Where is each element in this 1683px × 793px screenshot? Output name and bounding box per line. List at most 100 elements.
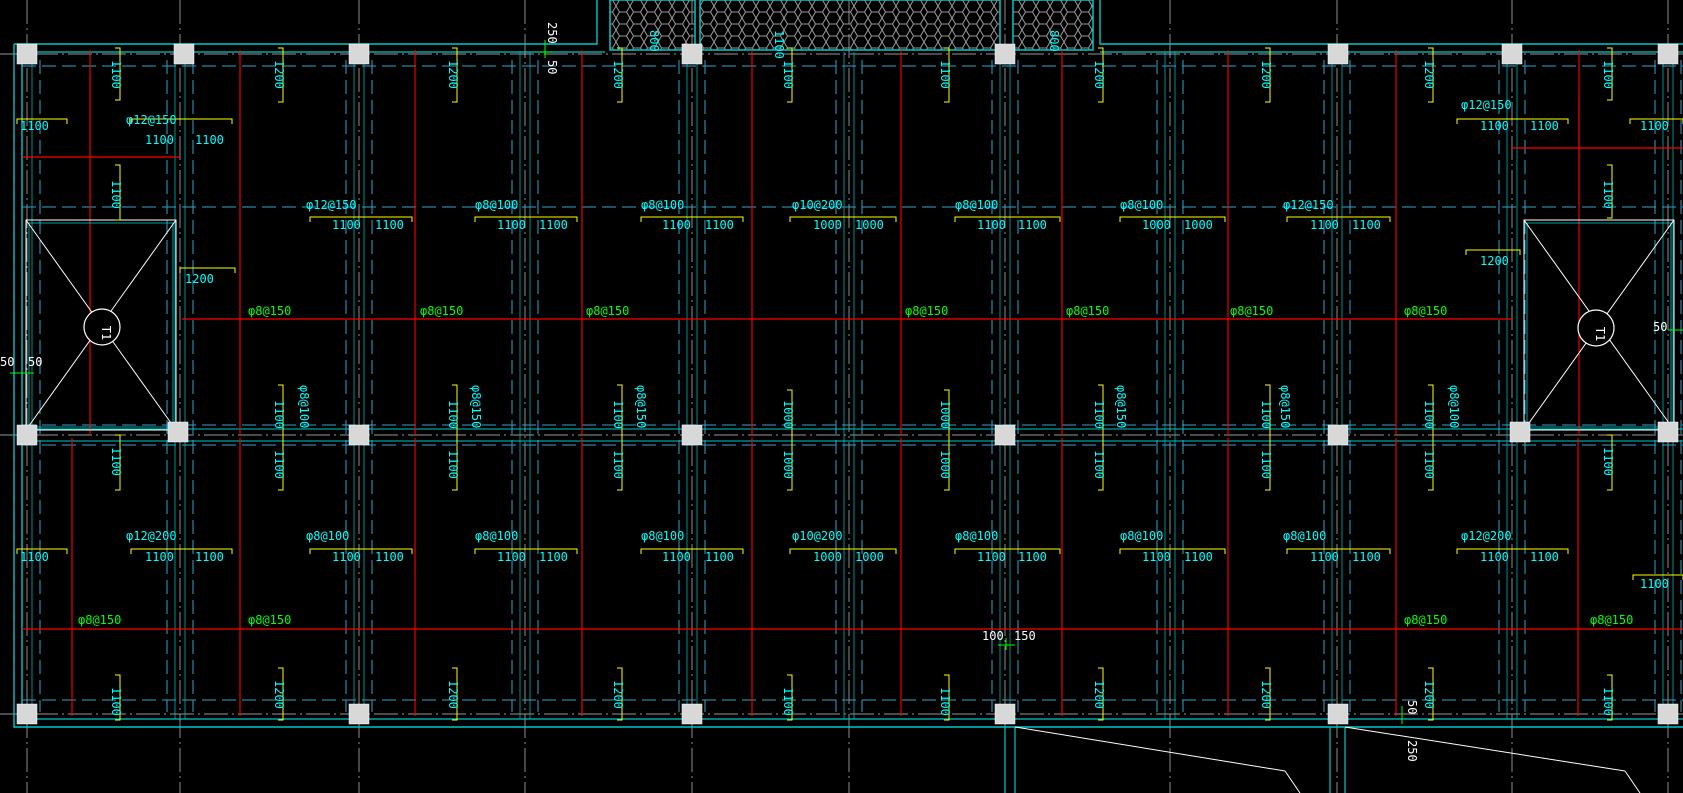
- dimension-bracket-vertical: [1098, 47, 1104, 103]
- dimension-value: 1100: [332, 218, 361, 232]
- rebar-label-bottom: φ12@200: [126, 529, 177, 543]
- dimension-bracket-vertical: [617, 667, 623, 721]
- hatched-opening: [699, 0, 1001, 51]
- dimension-value-vertical: 1200: [446, 60, 460, 89]
- dimension-bracket-horizontal: [1632, 574, 1683, 580]
- dimension-bracket-vertical: [278, 384, 284, 491]
- dimension-value: 1000: [813, 218, 842, 232]
- dimension-bracket-vertical: [1607, 434, 1613, 491]
- rebar-label-bottom: φ8@100: [641, 529, 684, 543]
- dimension-value-vertical: 1100: [1601, 60, 1615, 89]
- column: [1657, 421, 1679, 443]
- rebar-label-mid: φ8@150: [420, 304, 463, 318]
- dimension-bracket-vertical: [452, 47, 458, 103]
- dimension-value-vertical: 1100: [446, 400, 460, 429]
- stair-opening-box: [25, 219, 177, 431]
- dimension-bracket-horizontal: [16, 548, 68, 554]
- dimension-value: 1100: [332, 550, 361, 564]
- dimension-value: 1100: [662, 550, 691, 564]
- rebar-label-bottom: φ10@200: [792, 529, 843, 543]
- dimension-value: 1100: [1640, 577, 1669, 591]
- dimension-value: 1100: [195, 550, 224, 564]
- column: [681, 43, 703, 65]
- dimension-value: 1100: [145, 133, 174, 147]
- dimension-value: 1100: [20, 119, 49, 133]
- dimension-bracket-vertical: [1607, 47, 1613, 101]
- dimension-value: 1100: [1184, 550, 1213, 564]
- rebar-label-bottom: φ8@100: [1283, 529, 1326, 543]
- dimension-bracket-horizontal: [789, 216, 897, 222]
- rebar-label-mid: φ8@150: [586, 304, 629, 318]
- stair-opening-inner: [1526, 222, 1672, 428]
- column: [348, 703, 370, 725]
- rebar-label-vertical: φ8@150: [1114, 385, 1128, 428]
- beam-dashed-lines: [13, 60, 1683, 712]
- dimension-value: 1100: [195, 133, 224, 147]
- dimension-value: 1100: [20, 550, 49, 564]
- dimension-bracket-horizontal: [1286, 548, 1391, 554]
- dimension-value-vertical: 1200: [1092, 680, 1106, 709]
- dimension-value: 1100: [1018, 218, 1047, 232]
- dimension-value-vertical: 1200: [1259, 60, 1273, 89]
- dimension-bracket-horizontal: [1456, 118, 1569, 124]
- dimension-bracket-horizontal: [1119, 216, 1226, 222]
- column: [16, 424, 38, 446]
- dimension-bracket-vertical: [1098, 667, 1104, 721]
- rebar-label-mid: φ8@150: [1404, 304, 1447, 318]
- dimension-bracket-vertical: [1098, 384, 1104, 491]
- dimension-bracket-vertical: [944, 389, 950, 491]
- dimension-value: 1100: [977, 550, 1006, 564]
- dimension-value-vertical: 1100: [1259, 400, 1273, 429]
- misc-dimension-label: 150: [1014, 629, 1036, 643]
- dimension-bracket-horizontal: [130, 118, 233, 124]
- dimension-value: 1100: [1352, 550, 1381, 564]
- misc-dimension-label: 50: [28, 355, 42, 369]
- misc-dimension-label: 50: [1653, 320, 1667, 334]
- dimension-value: 1100: [497, 550, 526, 564]
- dimension-value: 1200: [185, 272, 214, 286]
- slope-line: [1344, 726, 1626, 772]
- dimension-value-vertical: 1100: [272, 400, 286, 429]
- dimension-value: 1100: [705, 550, 734, 564]
- rebar-label-top: φ8@100: [641, 198, 684, 212]
- rebar-label-vertical: φ8@150: [469, 385, 483, 428]
- rebar-label-vertical: φ8@150: [634, 385, 648, 428]
- dimension-value: 1100: [1530, 119, 1559, 133]
- dimension-bracket-horizontal: [789, 548, 897, 554]
- column: [1657, 43, 1679, 65]
- dimension-bracket-vertical: [115, 434, 121, 491]
- dimension-value-vertical: 1200: [446, 680, 460, 709]
- dimension-value-vertical: 1200: [1422, 680, 1436, 709]
- dimension-value-vertical: 1000: [781, 450, 795, 479]
- dimension-value: 1000: [1184, 218, 1213, 232]
- column: [167, 421, 189, 443]
- dimension-bracket-horizontal: [954, 548, 1061, 554]
- dimension-value: 1100: [1018, 550, 1047, 564]
- dimension-bracket-vertical: [115, 47, 121, 101]
- dimension-bracket-vertical: [787, 389, 793, 491]
- dimension-bracket-horizontal: [640, 216, 744, 222]
- misc-dimension-label: 100: [982, 629, 1004, 643]
- stair-tag-circle: [83, 308, 121, 346]
- dimension-bracket-vertical: [1607, 164, 1613, 219]
- dimension-bracket-horizontal: [179, 267, 236, 273]
- rebar-label-bottom: φ8@100: [475, 529, 518, 543]
- dimension-bracket-horizontal: [474, 216, 578, 222]
- dimension-bracket-vertical: [787, 47, 793, 103]
- slab-walls: [13, 0, 1683, 793]
- dimension-value-vertical: 1000: [938, 450, 952, 479]
- dimension-bracket-vertical: [1265, 47, 1271, 103]
- rebar-label-mid: φ8@150: [905, 304, 948, 318]
- dimension-bracket-vertical: [115, 674, 121, 721]
- dimension-value: 1100: [977, 218, 1006, 232]
- column: [16, 43, 38, 65]
- misc-dimension-label: 50: [0, 355, 14, 369]
- stair-tag-circle: [1577, 309, 1615, 347]
- dimension-bracket-horizontal: [1465, 249, 1521, 255]
- dimension-value-vertical: 1100: [1601, 447, 1615, 476]
- dimension-bracket-vertical: [787, 674, 793, 721]
